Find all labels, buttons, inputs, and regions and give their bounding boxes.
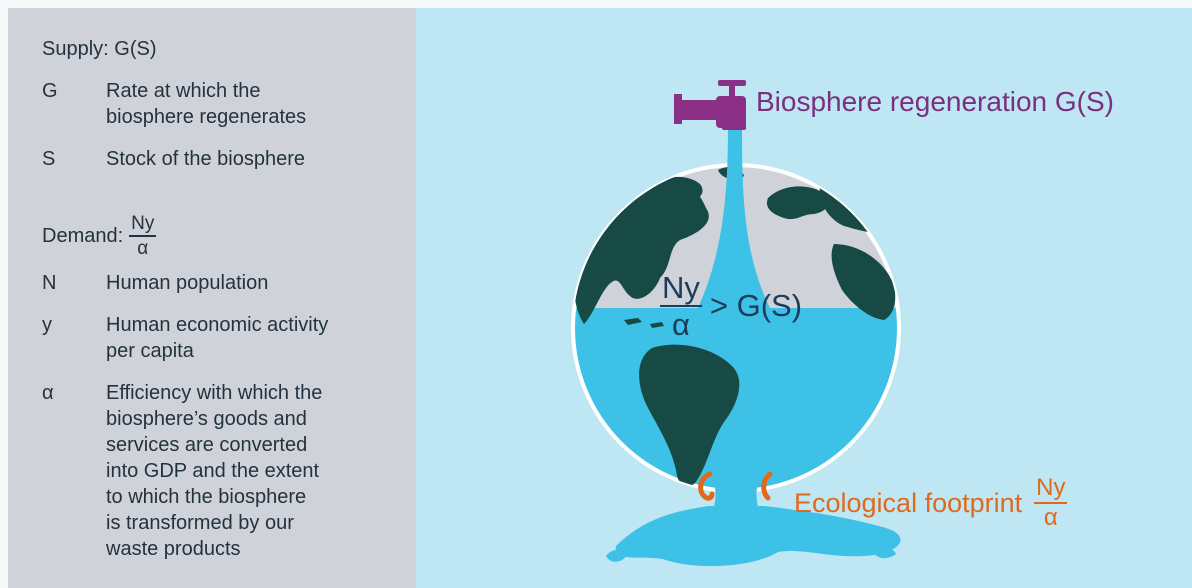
supply-heading: Supply: G(S) — [42, 38, 157, 60]
definition-line: into GDP and the extent — [106, 460, 320, 482]
definition-y: Human economic activity per capita — [106, 312, 328, 364]
greenland-shape — [652, 176, 703, 203]
fraction-denominator: α — [137, 238, 149, 259]
definition-line: to which the biosphere — [106, 486, 307, 508]
inequality-denominator: α — [671, 307, 690, 342]
inequality-fraction: Ny α — [660, 272, 702, 340]
footprint-label: Ecological footprint Ny α — [794, 476, 1068, 531]
definition-line: Human population — [106, 272, 269, 294]
diagram-panel: Biosphere regeneration G(S) Ny α > G(S) … — [416, 8, 1192, 588]
footprint-denominator: α — [1043, 504, 1058, 531]
tap-flange — [674, 94, 682, 124]
definition-line: services are converted — [106, 434, 308, 456]
definition-s: Stock of the biosphere — [106, 146, 305, 172]
definition-g: Rate at which the biosphere regenerates — [106, 78, 306, 130]
footprint-fraction: Ny α — [1034, 476, 1068, 531]
europe-shape — [766, 186, 829, 220]
water-splash-right — [872, 546, 896, 559]
tap-stem — [729, 84, 735, 96]
symbol-g: G — [42, 80, 58, 102]
water-splash-left — [606, 549, 628, 562]
symbol-s: S — [42, 148, 56, 170]
caribbean-islands-shape — [624, 318, 664, 328]
footprint-text: Ecological footprint — [794, 487, 1023, 518]
regeneration-label: Biosphere regeneration G(S) — [756, 86, 1114, 117]
drip-right-icon — [761, 471, 773, 501]
water-puddle — [615, 506, 901, 567]
south-america-shape — [639, 344, 740, 487]
demand-fraction: Ny α — [129, 214, 157, 259]
definition-n: Human population — [106, 270, 268, 296]
drip-left-icon — [698, 471, 715, 501]
inequality-numerator: Ny — [660, 270, 702, 307]
inequality-label: Ny α > G(S) — [660, 272, 802, 340]
definition-alpha: Efficiency with which the biosphere’s go… — [106, 380, 322, 562]
tap-icon — [674, 80, 746, 130]
symbol-y: y — [42, 314, 52, 336]
globe-diagram — [571, 80, 901, 567]
demand-heading: Demand: Ny α — [42, 214, 157, 259]
definition-line: Stock of the biosphere — [106, 148, 306, 170]
definition-line: per capita — [106, 340, 194, 362]
water-stream — [696, 128, 772, 312]
definition-line: biosphere regenerates — [106, 106, 307, 128]
legend-panel: Supply: G(S) G Rate at which the biosphe… — [8, 8, 416, 588]
fraction-numerator: Ny — [129, 214, 157, 237]
demand-heading-text: Demand: — [42, 225, 124, 247]
footprint-numerator: Ny — [1034, 476, 1068, 504]
definition-line: waste products — [106, 538, 241, 560]
inequality-rhs: > G(S) — [709, 288, 803, 323]
tap-spout-rim — [722, 124, 746, 130]
definition-line: biosphere’s goods and — [106, 408, 307, 430]
symbol-alpha: α — [42, 382, 54, 404]
definition-line: Efficiency with which the — [106, 382, 323, 404]
symbol-n: N — [42, 272, 57, 294]
definition-line: is transformed by our — [106, 512, 294, 534]
definition-line: Human economic activity — [106, 314, 329, 336]
tap-handle — [718, 80, 746, 86]
africa-shape — [831, 244, 896, 320]
definition-line: Rate at which the — [106, 80, 261, 102]
